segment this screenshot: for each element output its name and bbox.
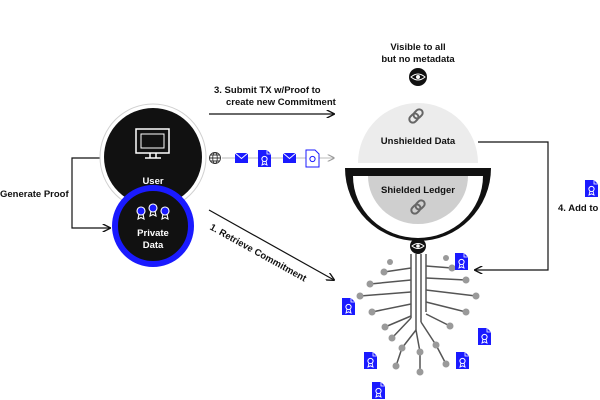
- ribbon-award-icon: [136, 203, 170, 220]
- visible-label-line2: but no metadata: [381, 54, 455, 65]
- certificate-icon: [341, 297, 356, 316]
- unshielded-data-label: Unshielded Data: [380, 136, 456, 147]
- submit-tx-label-line1: 3. Submit TX w/Proof to: [214, 85, 321, 96]
- private-data-label-line1: Private: [137, 228, 169, 239]
- certificate-icon: [454, 252, 469, 271]
- eye-icon: [410, 238, 426, 254]
- generate-proof-label: Generate Proof: [0, 189, 69, 200]
- add-to-label: 4. Add to: [558, 203, 599, 214]
- certificate-icon: [371, 381, 386, 400]
- eye-icon: [409, 68, 427, 86]
- retrieve-commitment-arrow: [208, 209, 334, 280]
- envelope-icon: [282, 152, 297, 163]
- certificate-icon: [455, 351, 470, 370]
- certificate-icon: [257, 149, 272, 168]
- monitor-icon: [135, 128, 170, 159]
- certificate-icon: [584, 179, 599, 198]
- user-node: [104, 108, 202, 206]
- visible-label-line1: Visible to all: [390, 42, 446, 53]
- envelope-icon: [234, 152, 249, 163]
- globe-icon: [209, 152, 221, 164]
- generate-proof-loop-arrow: [71, 157, 110, 228]
- certificate-icon: [305, 149, 320, 168]
- unshielded-data-dome: [358, 103, 478, 163]
- network-nodes: [356, 255, 480, 376]
- certificate-icon: [477, 327, 492, 346]
- user-label: User: [142, 176, 164, 187]
- submit-tx-label-line2: create new Commitment: [226, 97, 336, 108]
- private-data-node: [112, 185, 194, 267]
- certificate-icon: [363, 351, 378, 370]
- private-data-label-line2: Data: [142, 240, 164, 251]
- shielded-ledger-label: Shielded Ledger: [381, 185, 455, 196]
- add-to-loop-arrow: [475, 141, 549, 270]
